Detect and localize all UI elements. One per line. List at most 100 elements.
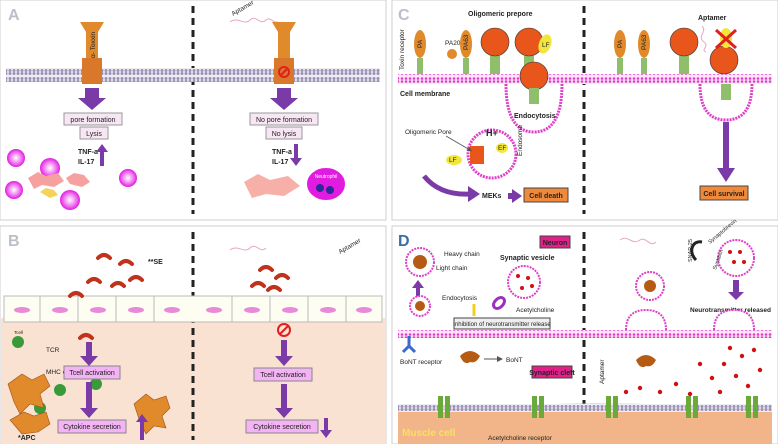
no-pore-label: No pore formation [256, 117, 312, 124]
panel-b: B [1, 232, 385, 443]
endosome [466, 128, 518, 180]
aptamer-strand-a [229, 17, 279, 23]
arrow-down-a-left [78, 88, 106, 110]
pa63-receptor-2: PA63 [638, 30, 650, 74]
se-toxins-right [250, 265, 290, 292]
snare-left [492, 296, 506, 310]
arrow-b-1 [80, 342, 98, 366]
prepore-1 [480, 27, 510, 74]
no-lysis-label: No lysis [272, 131, 297, 138]
arrow-up-cytokine-a [96, 144, 108, 166]
aptamer-label-d: Aptamer [599, 359, 606, 384]
heavy-chain-label: Heavy chain [444, 251, 480, 258]
pa20-fragment [447, 49, 457, 59]
cell-membrane-label: Cell membrane [400, 91, 450, 98]
no-lysis-box [265, 126, 303, 140]
tcell-activation-label-left: Tcell activation [69, 370, 115, 377]
lysis-box [79, 126, 109, 140]
light-chain-label: Light chain [436, 265, 468, 272]
pa63-label: PA63 [463, 34, 470, 50]
alpha-toxin-left: α- Toxxin [80, 22, 104, 84]
neuron-label: Neuron [543, 240, 568, 247]
muscle-cell-body [398, 403, 772, 444]
pa-receptor-2: PA [614, 30, 626, 74]
panel-c: C Oligomeric prepore Toxin receptor PA P… [398, 6, 772, 214]
arrow-down-a-right [270, 88, 298, 110]
inhibition-box [453, 317, 551, 330]
aptamer-label-c: Aptamer [698, 15, 727, 22]
oligomeric-pore [470, 146, 484, 164]
arrow-up-d [412, 280, 424, 304]
cell-survival-box [699, 185, 749, 201]
cytokine-label-left: Cytokine secretion [63, 424, 121, 431]
ach-dots-vesicle-right [728, 250, 746, 264]
endocytosis-label: Endocytosis [514, 113, 556, 120]
cytokine-box-left [57, 419, 127, 434]
bont-label: BoNT [506, 357, 523, 364]
panel-a-membrane [6, 68, 380, 82]
cell-survival-label: Cell survival [703, 191, 744, 198]
tcell-1 [12, 336, 24, 348]
arrow-to-cell-survival [717, 122, 735, 182]
ef-label: EF [498, 145, 506, 152]
se-label: **SE [148, 259, 163, 266]
apc-label: *APC [18, 435, 36, 442]
tcr-label: TCR [46, 347, 60, 354]
endocytic-pit-2 [698, 83, 754, 122]
lf-label-2: LF [449, 157, 457, 164]
panel-d-letter: D [398, 233, 410, 250]
synaptic-vesicle-left [507, 265, 541, 299]
ach-receptors-left [438, 396, 544, 418]
arrow-b-2 [80, 382, 98, 418]
panel-a: A α- Toxxin pore formation Lysis TNF-a I… [5, 0, 380, 214]
lysis-label: Lysis [86, 131, 102, 138]
fusing-vesicle-2 [625, 308, 667, 331]
fusing-vesicle [713, 308, 755, 331]
bont-toxin [460, 351, 480, 364]
pa-receptor-1: PA [414, 30, 426, 74]
alpha-toxin-right [272, 22, 296, 84]
panel-d: D Muscle cell Acetylcholine receptor Neu… [398, 218, 772, 444]
apc-cell-2 [9, 411, 51, 435]
tcell-label: Tcell [14, 330, 23, 335]
inhibition-label: Inhibition of neurotransmitter release [453, 322, 551, 328]
il17-label-right: IL-17 [272, 159, 288, 166]
internalizing-prepore [519, 61, 549, 91]
pore-formation-box [63, 112, 123, 126]
panel-c-letter: C [398, 7, 410, 24]
neutrophil-cell [305, 166, 347, 202]
lf-label-1: LF [542, 42, 550, 49]
pore-formation-label: pore formation [70, 117, 115, 124]
pa-label-1: PA [417, 39, 424, 48]
muscle-cell-label: Muscle cell [402, 428, 456, 439]
intact-cell-cluster [244, 174, 300, 198]
tcell-activation-box-left [63, 365, 121, 380]
tcell-activation-label-right: Tcell activation [260, 372, 306, 379]
apc-cell-1 [7, 373, 51, 415]
snap25-label: SNAP-25 [688, 239, 694, 262]
synaptic-cleft-label: Synaptic cleft [529, 370, 575, 377]
bont-receptor-shape [401, 336, 417, 354]
pa63-label-2: PA63 [641, 34, 648, 50]
tcell-activation-box-right [253, 367, 313, 382]
il17-label-left: IL-17 [78, 159, 94, 166]
aptamer-strand-c [700, 25, 707, 53]
oligomeric-prepore-label: Oligomeric prepore [468, 11, 533, 18]
panel-b-letter: B [8, 233, 20, 250]
muscle-membrane [398, 404, 772, 412]
lf-released [446, 155, 462, 165]
cytokine-box-right [245, 419, 319, 434]
pa20-label: PA20 [445, 40, 461, 47]
panel-c-membrane [398, 74, 772, 84]
endosome-label: Endosome [517, 125, 524, 156]
bont-toxin-right [636, 355, 656, 368]
arrow-b-4 [275, 384, 293, 418]
curved-arrow-c [422, 174, 473, 197]
no-pore-box [249, 112, 319, 126]
neutrophil-label: Neutrophil [315, 174, 338, 180]
pa-label-2: PA [617, 39, 624, 48]
arrow-up-cytokine-b [136, 414, 148, 440]
tnf-label-left: TNF-a [78, 149, 98, 156]
synaptic-vesicle-right [717, 239, 755, 277]
